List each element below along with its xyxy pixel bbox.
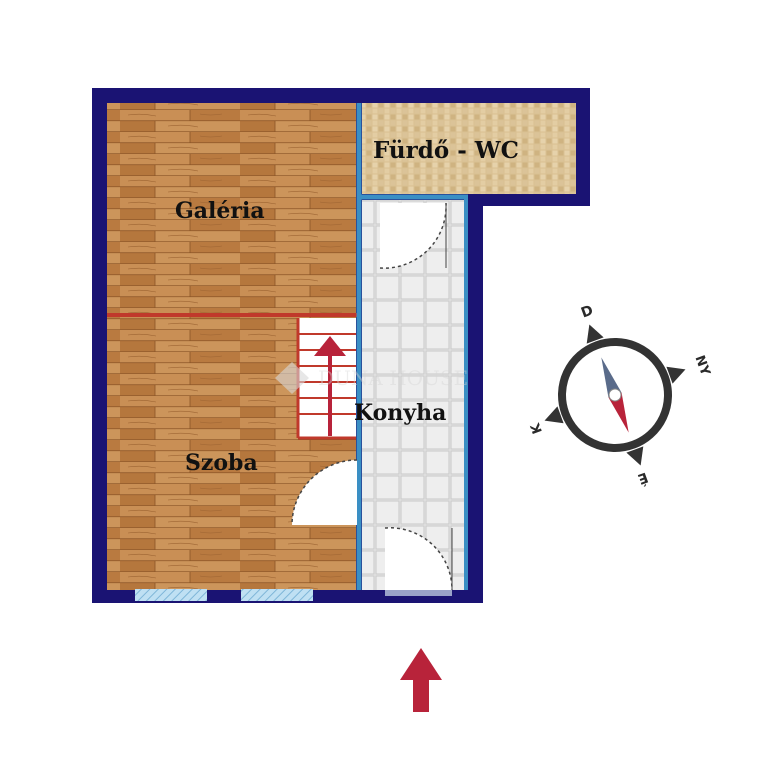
door-entrance <box>384 527 453 596</box>
galeria-floor <box>107 103 356 315</box>
window-left <box>135 589 207 601</box>
compass-needle-north <box>601 357 622 398</box>
window-right <box>241 589 313 601</box>
watermark: DUNA HOUSE <box>275 362 468 394</box>
compass-label-ny: NY <box>691 353 712 378</box>
label-furdo: Fürdő - WC <box>373 137 519 164</box>
compass-needle-south <box>608 392 629 433</box>
door-bath <box>379 202 447 269</box>
label-szoba: Szoba <box>185 450 258 476</box>
label-galeria: Galéria <box>175 198 265 224</box>
kitchen-floor <box>362 200 468 590</box>
compass <box>544 324 686 466</box>
entrance-arrow <box>400 648 442 712</box>
label-konyha: Konyha <box>354 400 446 426</box>
watermark-text: DUNA HOUSE <box>318 366 468 390</box>
door-room <box>291 459 358 526</box>
compass-label-d: D <box>579 302 595 321</box>
compass-label-e: É <box>636 468 651 487</box>
compass-label-k: K <box>528 420 546 435</box>
bath-floor <box>362 103 576 194</box>
